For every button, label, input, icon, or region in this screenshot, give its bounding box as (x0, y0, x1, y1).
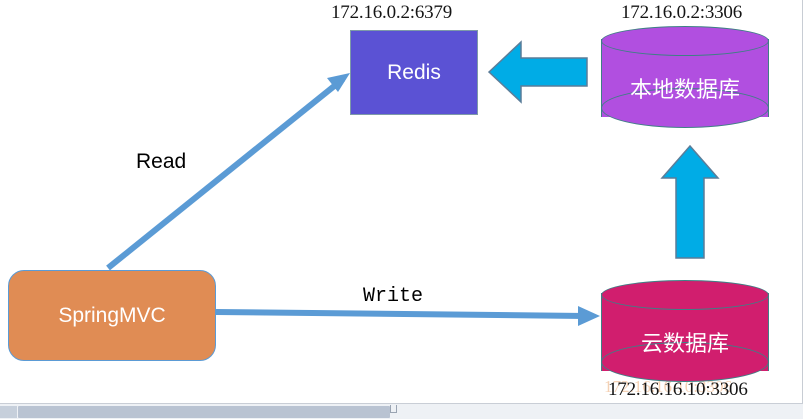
node-springmvc-label: SpringMVC (58, 303, 166, 327)
cylinder-top-cap (601, 280, 769, 310)
node-local-database-label: 本地数据库 (629, 77, 740, 102)
redis-ip-label: 172.16.0.2:6379 (331, 2, 453, 23)
node-cloud-database[interactable]: 云数据库 (601, 280, 769, 384)
edge-label-read: Read (136, 150, 187, 173)
horizontal-scrollbar[interactable] (0, 403, 803, 419)
node-local-database[interactable]: 本地数据库 (601, 26, 769, 130)
node-cloud-database-label: 云数据库 (640, 331, 729, 356)
local-db-ip-label: 172.16.0.2:3306 (621, 2, 743, 23)
watermark-text: 172.16.16.10:3306 (604, 377, 732, 396)
edge-sync-to-local-block-arrow (660, 144, 720, 259)
scrollbar-position-marker (390, 405, 397, 413)
node-redis[interactable]: Redis (350, 30, 478, 115)
edge-write-arrow (215, 306, 600, 326)
edge-read-arrow (106, 73, 350, 271)
scrollbar-thumb[interactable] (18, 406, 390, 418)
edge-sync-to-redis-block-arrow (487, 40, 588, 104)
node-springmvc[interactable]: SpringMVC (8, 270, 216, 361)
cylinder-top-cap (601, 26, 769, 56)
cylinder-bottom-cap (601, 88, 769, 128)
scrollbar-left-cap[interactable] (0, 406, 17, 418)
cylinder-bottom-cap (601, 342, 769, 382)
cloud-db-ip-label: 172.16.16.10:3306 (608, 379, 748, 400)
node-redis-label: Redis (387, 60, 441, 84)
edge-label-write: Write (363, 285, 424, 308)
